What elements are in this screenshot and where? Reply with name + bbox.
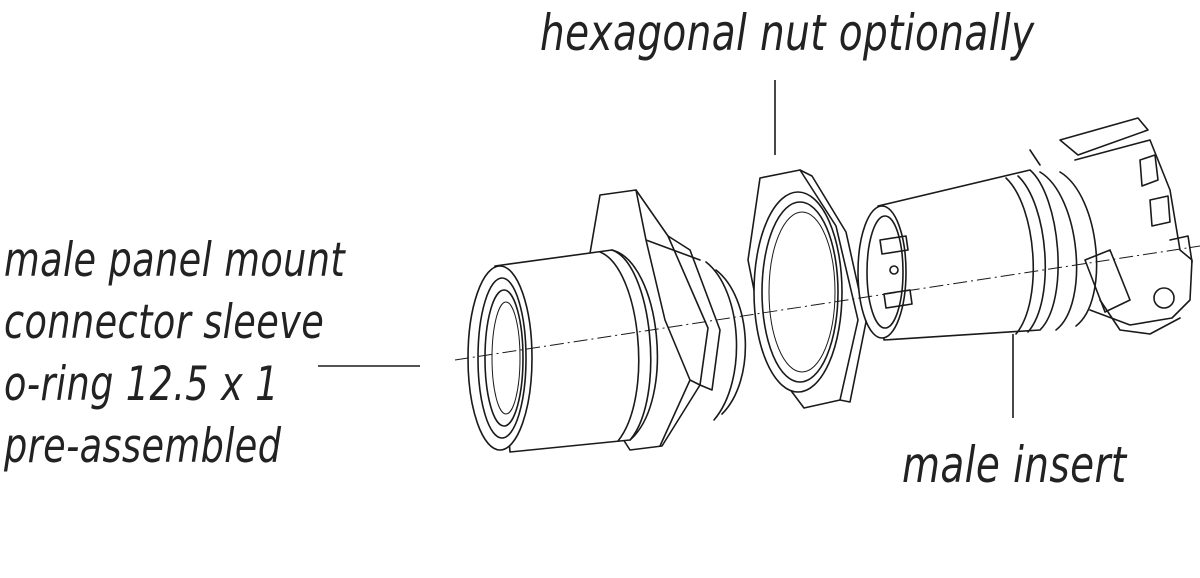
connector-sleeve <box>467 189 747 453</box>
sleeve-label-line-3: o-ring 12.5 x 1 <box>4 357 279 412</box>
sleeve-label-line-4: pre-assembled <box>4 419 282 474</box>
male-insert <box>857 117 1193 341</box>
center-axis-line <box>454 245 1200 361</box>
nut-label: hexagonal nut optionally <box>540 4 1035 62</box>
hexagonal-nut <box>747 169 867 409</box>
sleeve-label-line-2: connector sleeve <box>4 295 325 350</box>
sleeve-label: male panel mount connector sleeve o-ring… <box>4 230 345 478</box>
sleeve-label-line-1: male panel mount <box>4 233 346 288</box>
insert-label: male insert <box>902 436 1127 494</box>
